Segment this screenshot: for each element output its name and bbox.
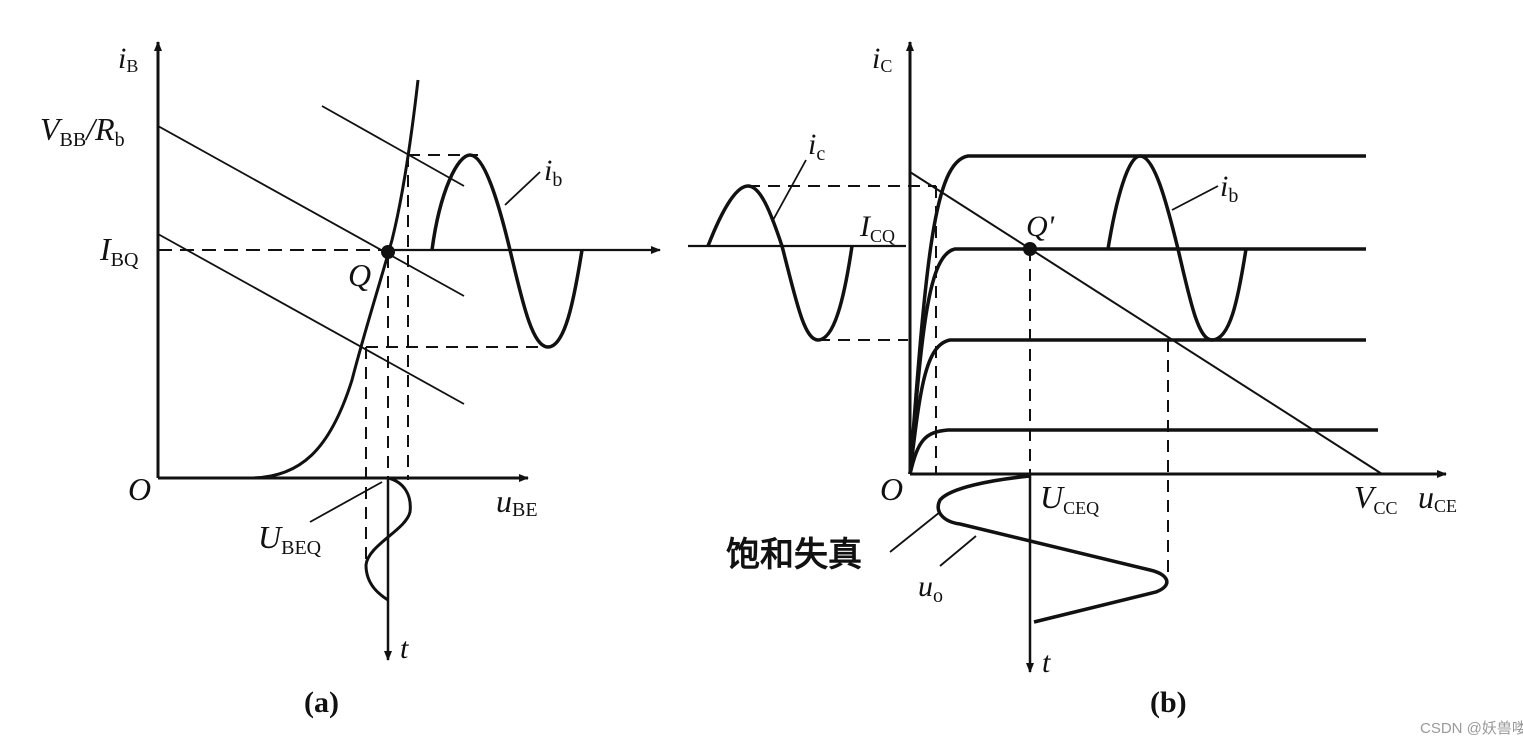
input-characteristic-curve: [158, 79, 420, 480]
saturation-distortion-label: 饱和失真: [726, 535, 862, 575]
vbb-rb-label: VBB/Rb: [40, 111, 125, 151]
uceq-label: UCEQ: [1040, 479, 1099, 518]
uce-axis-label: uCE: [1418, 479, 1457, 516]
output-curve-3: [908, 247, 1366, 475]
q-prime-label: Q': [1026, 210, 1055, 243]
ubeq-label: UBEQ: [258, 519, 322, 559]
vcc-label: VCC: [1354, 479, 1398, 518]
load-line-upper: [321, 105, 465, 187]
t-label-a: t: [400, 632, 409, 665]
ic-axis-label: iC: [872, 42, 892, 76]
output-curve-4: [908, 154, 1366, 475]
icq-label: ICQ: [859, 210, 895, 246]
ic-leader: [771, 159, 807, 223]
q-label-a: Q: [348, 257, 371, 293]
ac-load-line: [909, 171, 1383, 475]
watermark: CSDN @妖兽喽: [1420, 720, 1523, 737]
ib-leader-a: [504, 171, 541, 206]
t-label-b: t: [1042, 646, 1051, 679]
origin-a: O: [128, 471, 151, 507]
caption-b: (b): [1150, 686, 1187, 719]
panel-a: [154, 41, 661, 661]
q-prime-point: [1023, 242, 1037, 256]
uo-label: uo: [918, 570, 943, 607]
ib-label-b: ib: [1220, 170, 1238, 207]
ic-waveform: [706, 184, 854, 342]
ib-label-a: ib: [544, 154, 562, 191]
ic-label: ic: [808, 128, 825, 165]
output-curve-2: [908, 338, 1366, 475]
output-curve-1: [908, 428, 1378, 475]
ib-waveform-b: [1106, 154, 1248, 342]
ube-waveform: [364, 476, 412, 602]
ib-waveform-a: [430, 153, 584, 349]
ube-axis-label: uBE: [496, 483, 538, 521]
ibq-label: IBQ: [99, 231, 139, 271]
distortion-leader: [889, 511, 941, 553]
uo-waveform: [936, 474, 1169, 624]
load-line-lower: [157, 233, 465, 405]
panel-b: [688, 41, 1447, 673]
uo-leader: [939, 535, 977, 567]
ib-axis-label: iB: [118, 42, 138, 76]
load-line-mid: [157, 125, 465, 297]
origin-b: O: [880, 471, 903, 507]
q-point-a: [381, 245, 395, 259]
ubeq-leader: [309, 481, 383, 523]
caption-a: (a): [304, 686, 339, 719]
ib-leader-b: [1171, 185, 1219, 211]
